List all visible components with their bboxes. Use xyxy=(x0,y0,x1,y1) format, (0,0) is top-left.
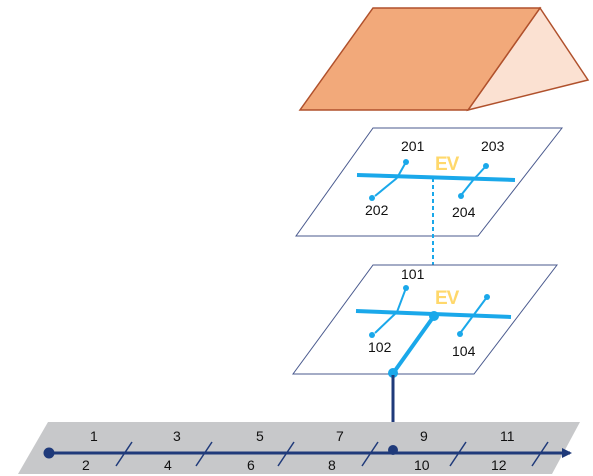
room-201-label: 201 xyxy=(401,138,425,154)
room-202-label: 202 xyxy=(365,202,389,218)
room-201-node xyxy=(403,159,409,165)
lot-label-9: 9 xyxy=(420,428,428,444)
lot-divider-6 xyxy=(531,441,549,467)
room-101-node xyxy=(403,285,409,291)
service-drop-floor xyxy=(392,314,436,374)
lot-divider-1 xyxy=(115,441,133,467)
room-104-node xyxy=(484,294,490,300)
lot-label-7: 7 xyxy=(336,428,344,444)
street-lot-dividers xyxy=(115,441,549,467)
lot-label-12: 12 xyxy=(491,457,507,473)
second-floor-ev-label: EV xyxy=(435,154,460,175)
first-floor-plate xyxy=(292,264,559,375)
room-203-node xyxy=(483,163,489,169)
lot-label-5: 5 xyxy=(256,428,264,444)
room-201-branch xyxy=(396,161,407,179)
lot-divider-2 xyxy=(195,441,213,467)
street-tap-node xyxy=(388,445,398,455)
room-204-label: 204 xyxy=(452,204,476,220)
lot-label-10: 10 xyxy=(414,457,430,473)
roof xyxy=(298,6,590,112)
lot-label-8: 8 xyxy=(328,457,336,473)
street-origin-node xyxy=(43,447,55,459)
room-104-branch xyxy=(460,296,488,333)
second-floor: 201 202 203 204 EV xyxy=(295,127,564,237)
room-102-label: 102 xyxy=(368,339,392,355)
lot-label-4: 4 xyxy=(164,457,172,473)
lot-label-11: 11 xyxy=(500,428,515,444)
room-104-lower-node xyxy=(457,331,463,337)
lot-label-3: 3 xyxy=(173,428,181,444)
street-band xyxy=(18,422,580,474)
lot-label-2: 2 xyxy=(82,457,90,473)
room-101-label: 101 xyxy=(401,266,425,282)
lot-divider-3 xyxy=(277,441,295,467)
lot-divider-4 xyxy=(361,441,379,467)
second-floor-plate xyxy=(295,127,564,237)
room-104-label: 104 xyxy=(452,343,476,359)
first-floor-junction xyxy=(429,311,439,321)
room-101-branch xyxy=(396,287,407,313)
room-102-node xyxy=(369,332,375,338)
lot-divider-5 xyxy=(449,441,467,467)
second-floor-corridor xyxy=(356,173,516,182)
street-lot-labels: 1 3 5 7 9 11 2 4 6 8 10 12 xyxy=(82,428,515,473)
room-204-branch xyxy=(461,178,475,195)
room-203-label: 203 xyxy=(481,138,505,154)
lot-label-1: 1 xyxy=(90,428,98,444)
street: 1 3 5 7 9 11 2 4 6 8 10 12 xyxy=(18,422,580,474)
room-202-branch xyxy=(374,177,398,197)
first-floor-ev-label: EV xyxy=(435,288,460,309)
room-102-branch xyxy=(374,311,398,334)
first-floor: 101 102 104 EV xyxy=(292,264,559,375)
lot-label-6: 6 xyxy=(247,457,255,473)
building-entry-node xyxy=(388,368,398,378)
room-202-node xyxy=(369,195,375,201)
room-204-node xyxy=(458,193,464,199)
roof-left-face xyxy=(298,7,542,111)
